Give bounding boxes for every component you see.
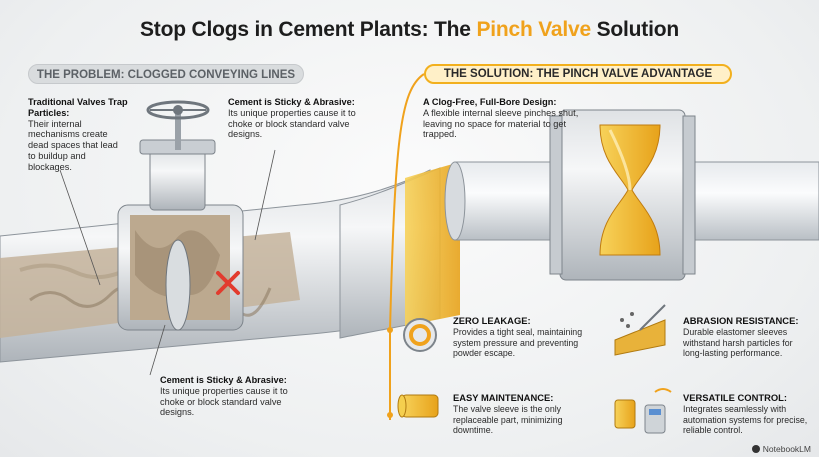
clog-mark-icon — [216, 271, 240, 295]
clog-free-design-callout: A Clog-Free, Full-Bore Design:A flexible… — [423, 97, 579, 140]
sticky-abrasive-callout-bottom: Cement is Sticky & Abrasive:Its unique p… — [160, 375, 288, 418]
page-title: Stop Clogs in Cement Plants: The Pinch V… — [140, 18, 679, 41]
callout-lines — [59, 149, 276, 376]
feature-easy-maintenance: EASY MAINTENANCE:The valve sleeve is the… — [453, 392, 563, 435]
branding-badge: NotebookLM — [751, 444, 811, 454]
feature-abrasion-resistance: ABRASION RESISTANCE:Durable elastomer sl… — [683, 315, 799, 358]
seal-ring-icon — [403, 318, 437, 352]
solution-label: THE SOLUTION: THE PINCH VALVE ADVANTAGE — [424, 64, 732, 84]
control-icon — [614, 388, 672, 434]
abrasion-icon — [614, 304, 666, 356]
problem-label: THE PROBLEM: CLOGGED CONVEYING LINES — [28, 64, 304, 84]
gate-valve — [117, 100, 244, 331]
solution-connector — [389, 73, 425, 420]
sleeve-icon — [397, 394, 439, 418]
feature-versatile-control: VERSATILE CONTROL:Integrates seamlessly … — [683, 392, 808, 435]
pinch-valve-pipe — [444, 109, 819, 281]
traditional-valves-callout: Traditional Valves Trap Particles:Their … — [28, 97, 128, 172]
notebooklm-icon — [751, 445, 760, 453]
transition-pipe — [339, 162, 460, 339]
sticky-abrasive-callout-top: Cement is Sticky & Abrasive:Its unique p… — [228, 97, 356, 140]
feature-zero-leakage: ZERO LEAKAGE:Provides a tight seal, main… — [453, 315, 583, 358]
